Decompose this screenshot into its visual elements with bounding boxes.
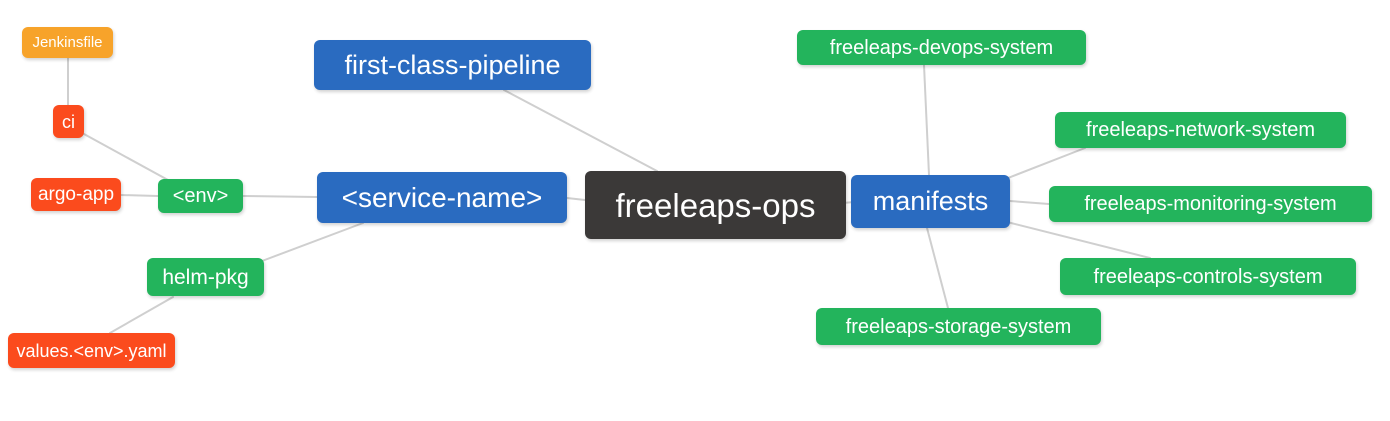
mindmap-node-ci[interactable]: ci <box>53 105 84 138</box>
mindmap-node-service-name[interactable]: <service-name> <box>317 172 567 223</box>
edge-manifests-to-monitoring-system <box>1009 200 1050 205</box>
mindmap-node-storage-system[interactable]: freeleaps-storage-system <box>816 308 1101 345</box>
edge-helm-pkg-to-service-name <box>261 222 364 262</box>
edge-service-name-to-freeleaps-ops <box>566 197 586 201</box>
edge-first-class-pipeline-to-freeleaps-ops <box>503 89 658 172</box>
edge-argo-app-to-env <box>120 194 159 197</box>
edge-manifests-to-storage-system <box>926 227 949 309</box>
mindmap-node-env[interactable]: <env> <box>158 179 243 213</box>
edge-env-to-service-name <box>242 195 318 198</box>
mindmap-node-manifests[interactable]: manifests <box>851 175 1010 228</box>
mindmap-node-first-class-pipeline[interactable]: first-class-pipeline <box>314 40 591 90</box>
mindmap-node-freeleaps-ops[interactable]: freeleaps-ops <box>585 171 846 239</box>
edge-manifests-to-network-system <box>1007 147 1086 179</box>
edge-values-env-yaml-to-helm-pkg <box>109 296 174 334</box>
edge-ci-to-env <box>83 133 169 181</box>
mindmap-node-jenkinsfile[interactable]: Jenkinsfile <box>22 27 113 58</box>
mindmap-node-network-system[interactable]: freeleaps-network-system <box>1055 112 1346 148</box>
mindmap-node-values-env-yaml[interactable]: values.<env>.yaml <box>8 333 175 368</box>
mindmap-node-controls-system[interactable]: freeleaps-controls-system <box>1060 258 1356 295</box>
mindmap-node-devops-system[interactable]: freeleaps-devops-system <box>797 30 1086 65</box>
mindmap-node-argo-app[interactable]: argo-app <box>31 178 121 211</box>
mindmap-node-helm-pkg[interactable]: helm-pkg <box>147 258 264 296</box>
edge-manifests-to-controls-system <box>1006 221 1151 259</box>
mindmap-node-monitoring-system[interactable]: freeleaps-monitoring-system <box>1049 186 1372 222</box>
edge-manifests-to-devops-system <box>923 64 930 176</box>
